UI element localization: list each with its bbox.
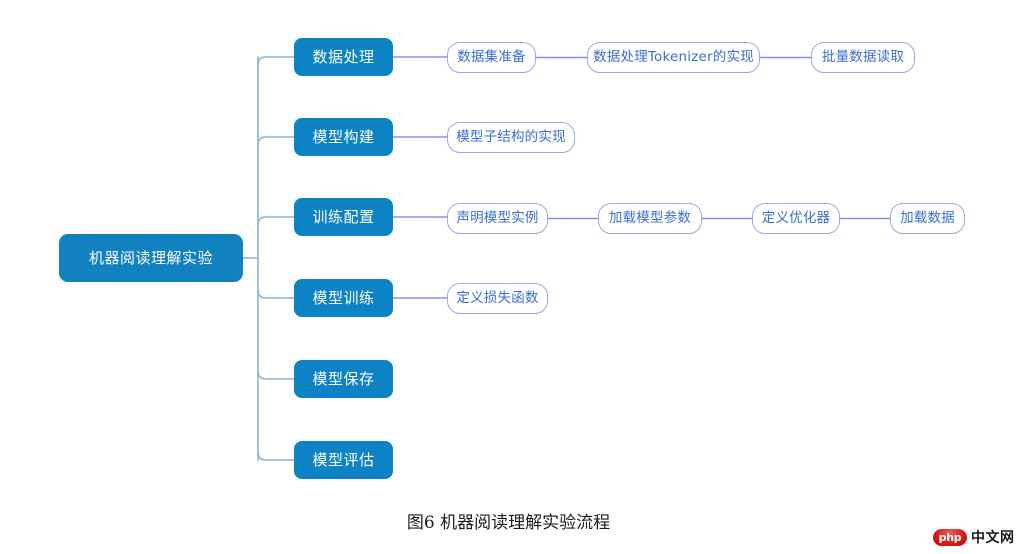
branch-node-5[interactable]: 模型保存 [294,360,393,398]
branch-elbow-line [257,451,295,461]
branch-elbow-line [257,56,295,66]
branch-elbow-line [257,289,295,299]
branch-node-4[interactable]: 模型训练 [294,279,393,317]
leaf-node-3-1[interactable]: 声明模型实例 [447,203,548,234]
leaf-node-1-3[interactable]: 批量数据读取 [811,42,915,73]
watermark: php 中文网 [933,527,1015,547]
branch-node-2[interactable]: 模型构建 [294,118,393,156]
leaf-node-3-2[interactable]: 加载模型参数 [598,203,702,234]
php-logo-icon: php [933,528,967,546]
branch-elbow-line [257,136,295,146]
leaf-node-4-1[interactable]: 定义损失函数 [447,283,548,314]
root-node[interactable]: 机器阅读理解实验 [59,234,243,282]
leaf-node-2-1[interactable]: 模型子结构的实现 [447,122,575,153]
branch-elbow-line [257,216,295,226]
watermark-site-label: 中文网 [971,530,1015,546]
figure-caption: 图6 机器阅读理解实验流程 [406,513,611,533]
branch-node-6[interactable]: 模型评估 [294,441,393,479]
branch-elbow-line [257,370,295,380]
leaf-node-1-2[interactable]: 数据处理Tokenizer的实现 [587,42,760,73]
branch-node-1[interactable]: 数据处理 [294,38,393,76]
branch-node-3[interactable]: 训练配置 [294,198,393,236]
leaf-node-1-1[interactable]: 数据集准备 [447,42,536,73]
leaf-node-3-4[interactable]: 加载数据 [890,203,965,234]
leaf-node-3-3[interactable]: 定义优化器 [752,203,840,234]
